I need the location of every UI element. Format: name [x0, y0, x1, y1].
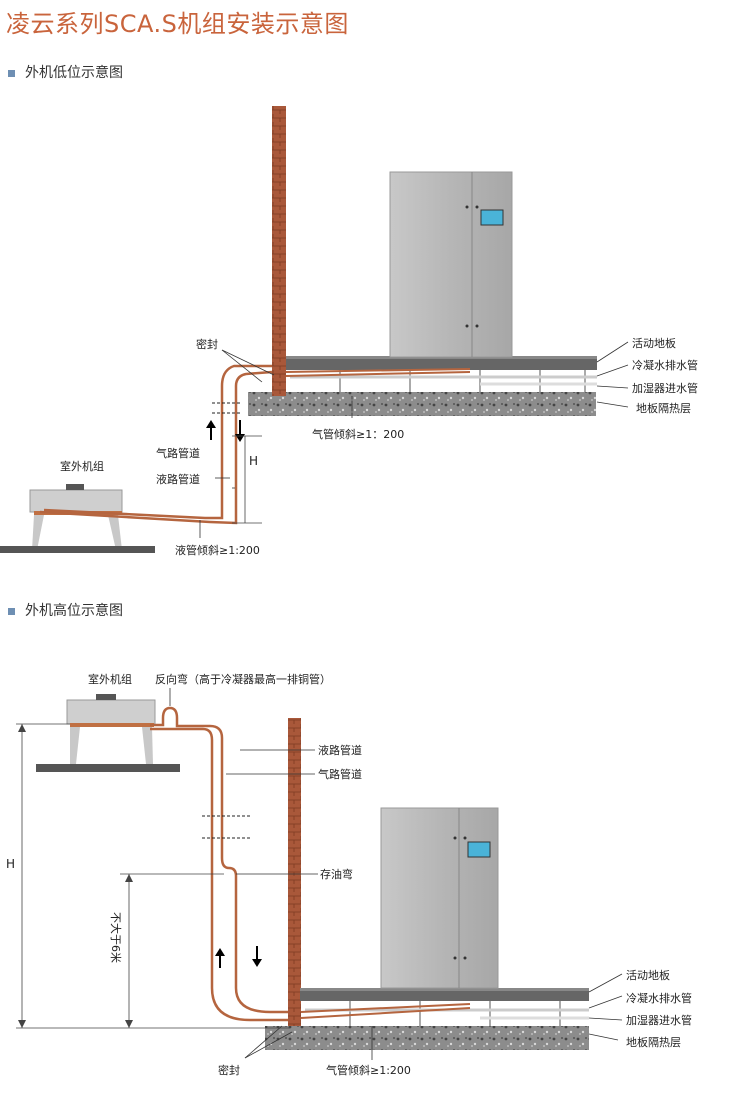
- humidifier-inlet-label-low: 加湿器进水管: [632, 381, 698, 395]
- floor-insulation-label-high: 地板隔热层: [626, 1035, 681, 1049]
- raised-floor-slab-high: [300, 990, 589, 1001]
- indoor-cabinet-high: [380, 807, 499, 989]
- floor-insulation-label-low: 地板隔热层: [636, 401, 691, 415]
- max-height-label: 不大于6米: [109, 912, 123, 963]
- gas-slope-label-low: 气管倾斜≥1：200: [312, 427, 404, 441]
- control-panel-screen: [480, 209, 504, 226]
- liquid-slope-label-low: 液管倾斜≥1:200: [175, 543, 260, 557]
- flow-arrow-up-high: [215, 948, 225, 968]
- control-panel-screen-high: [467, 841, 491, 858]
- seal-label-high: 密封: [218, 1063, 240, 1077]
- oil-trap-label: 存油弯: [320, 867, 353, 881]
- brick-wall-high: [288, 718, 301, 1040]
- granite-foundation: [248, 392, 596, 416]
- bullet-icon: [8, 69, 15, 77]
- seal-label-low: 密封: [196, 337, 218, 351]
- flow-arrow-down-high: [252, 946, 262, 967]
- low-position-diagram: H 密封 活动地板 冷凝水排水管 加湿器进水管 地板隔热层 气管倾斜≥1：200…: [0, 106, 698, 557]
- liquid-pipe-label-low: 液路管道: [156, 472, 200, 486]
- gas-slope-label-high: 气管倾斜≥1:200: [326, 1063, 411, 1077]
- brick-wall: [272, 106, 286, 396]
- section-title-high-text: 外机高位示意图: [25, 603, 123, 619]
- height-label-low: H: [249, 454, 258, 468]
- section-title-low-text: 外机低位示意图: [25, 65, 123, 81]
- outdoor-ground-high: [36, 764, 180, 772]
- bullet-icon: [8, 607, 15, 615]
- reverse-bend-label: 反向弯（高于冷凝器最高一排铜管）: [155, 672, 331, 686]
- humidifier-inlet-label-high: 加湿器进水管: [626, 1013, 692, 1027]
- floor-pedestals: [339, 370, 586, 392]
- liquid-pipe-label-high: 液路管道: [318, 743, 362, 757]
- copper-pipes-high: [150, 706, 471, 1022]
- high-position-diagram: H 不大于6米 室外机组 反向弯（高于冷凝器最高一排铜管） 液路管道 气路管道 …: [6, 672, 692, 1077]
- condensate-drain-label-low: 冷凝水排水管: [632, 358, 698, 372]
- height-label-high: H: [6, 857, 15, 871]
- gas-pipe-label-low: 气路管道: [156, 446, 200, 460]
- indoor-cabinet: [389, 171, 513, 358]
- section-title-low: 外机低位示意图: [8, 62, 123, 82]
- outdoor-unit-label-high: 室外机组: [88, 672, 132, 686]
- flow-arrow-up: [206, 420, 216, 440]
- outdoor-unit-high: [36, 694, 180, 772]
- outdoor-unit-label-low: 室外机组: [60, 459, 104, 473]
- outdoor-ground: [0, 546, 155, 553]
- page-title: 凌云系列SCA.S机组安装示意图: [6, 10, 349, 38]
- floor-pedestals-high: [349, 1001, 561, 1026]
- raised-floor-label-low: 活动地板: [632, 336, 676, 350]
- raised-floor-slab: [285, 358, 597, 370]
- condensate-drain-label-high: 冷凝水排水管: [626, 991, 692, 1005]
- copper-pipes: [39, 364, 471, 525]
- raised-floor-label-high: 活动地板: [626, 968, 670, 982]
- section-title-high: 外机高位示意图: [8, 600, 123, 620]
- granite-foundation-high: [265, 1026, 589, 1050]
- gas-pipe-label-high: 气路管道: [318, 767, 362, 781]
